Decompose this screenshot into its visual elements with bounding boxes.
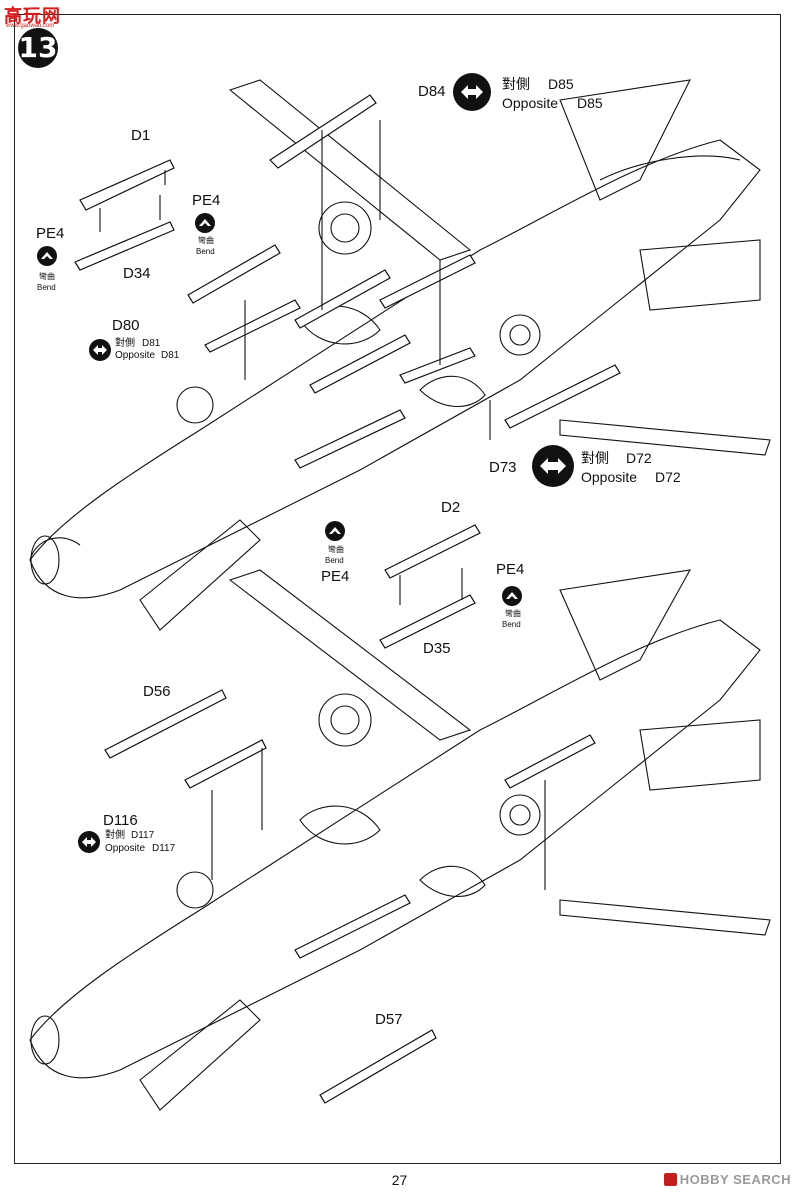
chevron-up-bend-icon <box>195 213 215 233</box>
logo-text: HOBBY SEARCH <box>679 1172 791 1187</box>
part-label-d35: D35 <box>423 640 451 657</box>
opposite-zh-d72: 對側 <box>581 450 609 466</box>
watermark-logo: 高玩网 <box>4 6 61 27</box>
watermark-url: www.gaowan.com <box>6 23 55 29</box>
page-number: 27 <box>391 1172 408 1188</box>
opposite-zh-d85: 對側 <box>502 76 530 92</box>
chevron-up-bend-icon <box>37 246 57 266</box>
opposite-en-d117: Opposite <box>105 843 146 854</box>
part-label-d57: D57 <box>375 1011 403 1028</box>
part-label-d80: D80 <box>112 317 140 334</box>
double-arrow-icon <box>89 339 111 361</box>
bend-zh-label: 彎曲 <box>505 609 521 618</box>
lower-aircraft-drawing <box>29 569 771 1111</box>
part-label-pe4: PE4 <box>321 568 350 585</box>
double-arrow-icon <box>532 445 574 487</box>
part-label-d116: D116 <box>103 812 138 829</box>
part-label-d56: D56 <box>143 683 171 700</box>
hobby-search-logo: HOBBY SEARCH <box>663 1172 791 1187</box>
opposite-part-d72: D72 <box>626 450 652 466</box>
step-number-badge: 13 <box>18 28 58 68</box>
part-label-pe4: PE4 <box>36 225 65 242</box>
opposite-en-d72: Opposite <box>581 469 638 485</box>
logo-mark-icon <box>663 1173 677 1186</box>
bend-en-label: Bend <box>37 283 56 292</box>
opposite-part2-d72: D72 <box>655 469 681 485</box>
bend-zh-label: 彎曲 <box>39 272 55 281</box>
bend-en-label: Bend <box>502 620 521 629</box>
opposite-part-d117: D117 <box>131 830 155 841</box>
part-label-pe4: PE4 <box>496 561 525 578</box>
part-label-d84: D84 <box>418 83 446 100</box>
upper-parts <box>74 94 621 469</box>
bend-en-label: Bend <box>196 247 215 256</box>
lower-parts <box>104 524 596 1104</box>
opposite-zh-d117: 對側 <box>105 830 125 841</box>
bend-zh-label: 彎曲 <box>328 545 344 554</box>
bend-en-label: Bend <box>325 556 344 565</box>
double-arrow-icon <box>78 831 100 853</box>
opposite-part2-d85: D85 <box>577 95 603 111</box>
part-label-pe4: PE4 <box>192 192 221 209</box>
opposite-part2-d117: D117 <box>152 843 176 854</box>
part-label-d34: D34 <box>123 265 151 282</box>
opposite-part-d81: D81 <box>142 338 161 349</box>
opposite-en-d85: Opposite <box>502 95 559 111</box>
part-label-d73: D73 <box>489 459 517 476</box>
opposite-zh-d81: 對側 <box>115 338 135 349</box>
opposite-part2-d81: D81 <box>161 350 180 361</box>
page-frame <box>14 14 781 1164</box>
opposite-en-d81: Opposite <box>115 350 156 361</box>
chevron-up-bend-icon <box>325 521 345 541</box>
part-label-d1: D1 <box>131 127 151 144</box>
opposite-part-d85: D85 <box>548 76 574 92</box>
chevron-up-bend-icon <box>502 586 522 606</box>
double-arrow-icon <box>453 73 491 111</box>
part-label-d2: D2 <box>441 499 461 516</box>
bend-zh-label: 彎曲 <box>198 236 214 245</box>
